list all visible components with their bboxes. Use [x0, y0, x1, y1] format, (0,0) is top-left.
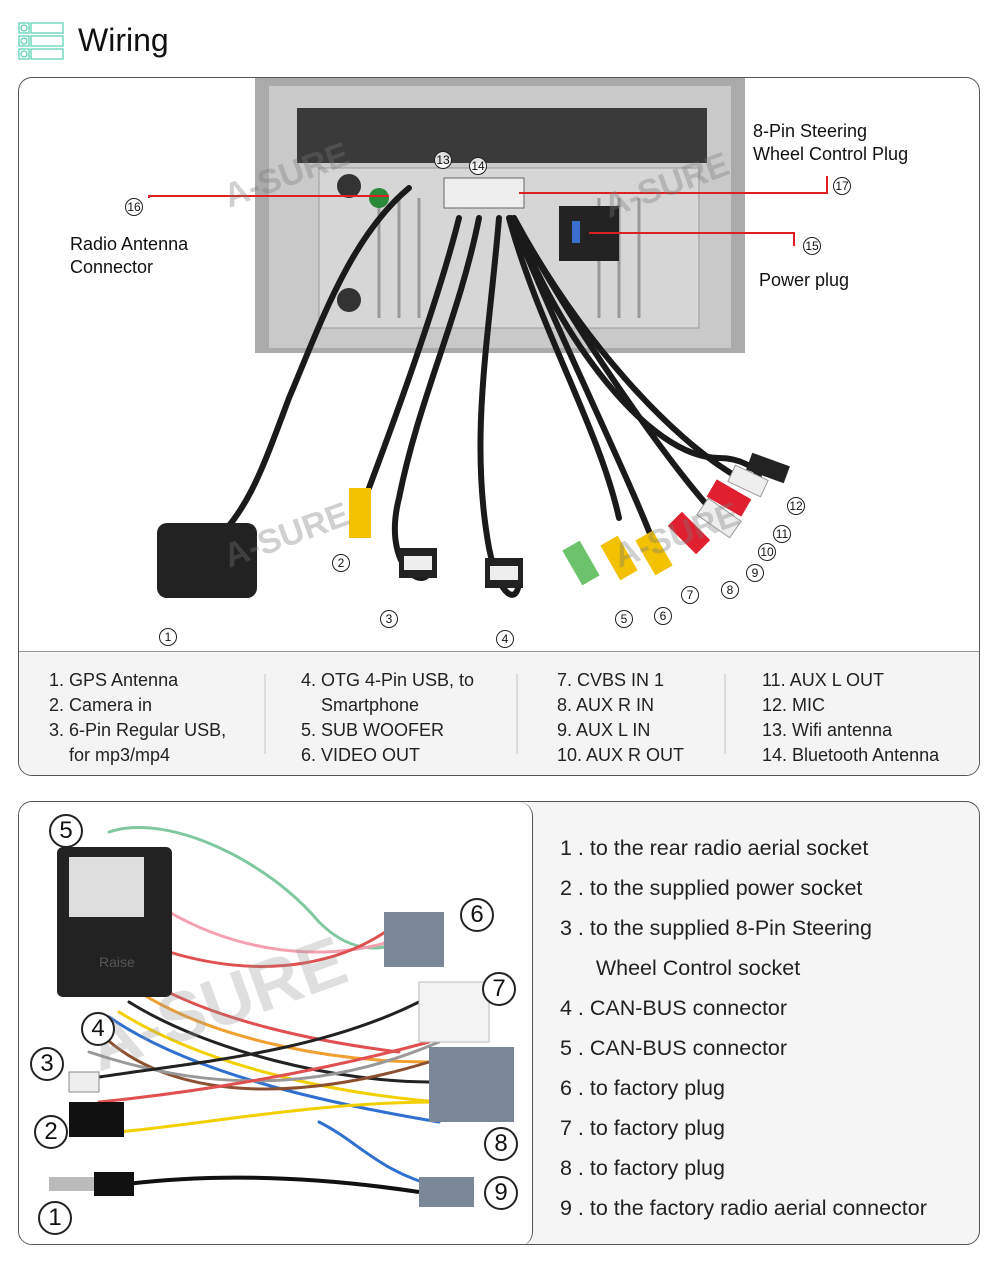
step-item: Wheel Control socket	[560, 956, 801, 980]
step-item: 5 . CAN-BUS connector	[560, 1036, 788, 1060]
legend-item: 3. 6-Pin Regular USB,	[49, 720, 227, 740]
marker-2: 2	[34, 1115, 68, 1149]
legend-column-2: 4. OTG 4-Pin USB, to Smartphone 5. SUB W…	[301, 668, 474, 768]
marker-5: 5	[49, 814, 83, 848]
legend-item: 10. AUX R OUT	[557, 745, 685, 765]
marker-16: 16	[125, 198, 143, 216]
divider	[724, 674, 726, 754]
box-label: Raise	[99, 954, 135, 970]
legend-item: 5. SUB WOOFER	[301, 720, 445, 740]
step-item: 1 . to the rear radio aerial socket	[560, 836, 869, 860]
marker-9: 9	[484, 1176, 518, 1210]
marker-4: 4	[81, 1012, 115, 1046]
harness-drawing: Raise A-SURE	[49, 826, 514, 1207]
step-item: 8 . to factory plug	[560, 1156, 725, 1180]
marker-2: 2	[332, 554, 350, 572]
legend-item: 11. AUX L OUT	[762, 670, 885, 690]
legend-item: 8. AUX R IN	[557, 695, 655, 715]
harness-photo: Raise A-SURE 5 6 7 4 3 2 8 9 1	[19, 802, 533, 1244]
legend-item: 6. VIDEO OUT	[301, 745, 421, 765]
marker-10: 10	[758, 543, 776, 561]
step-item: 4 . CAN-BUS connector	[560, 996, 788, 1020]
marker-8: 8	[721, 581, 739, 599]
marker-7: 7	[681, 586, 699, 604]
marker-1: 1	[38, 1201, 72, 1235]
marker-3: 3	[380, 610, 398, 628]
svg-text:A-SURE: A-SURE	[609, 495, 744, 575]
marker-13: 13	[434, 151, 452, 169]
divider	[516, 674, 518, 754]
marker-9: 9	[746, 564, 764, 582]
legend-item: 12. MIC	[762, 695, 826, 715]
marker-3: 3	[30, 1047, 64, 1081]
legend: 1. GPS Antenna 2. Camera in 3. 6-Pin Reg…	[19, 651, 979, 775]
marker-5: 5	[615, 610, 633, 628]
marker-6: 6	[654, 607, 672, 625]
plug-8	[429, 1047, 514, 1122]
legend-item: 4. OTG 4-Pin USB, to	[301, 670, 475, 690]
marker-15: 15	[803, 237, 821, 255]
legend-item: 14. Bluetooth Antenna	[762, 745, 940, 765]
callout-power-plug: Power plug	[759, 270, 850, 290]
step-item: 6 . to factory plug	[560, 1076, 725, 1100]
legend-column-4: 11. AUX L OUT 12. MIC 13. Wifi antenna 1…	[762, 668, 939, 768]
marker-1: 1	[159, 628, 177, 646]
callout-steering-plug: 8-Pin Steering Wheel Control Plug	[753, 121, 909, 164]
legend-item: for mp3/mp4	[49, 745, 171, 765]
legend-item: 7. CVBS IN 1	[557, 670, 665, 690]
page-title: Wiring	[78, 22, 169, 58]
marker-17: 17	[833, 177, 851, 195]
plug-7	[418, 981, 490, 1043]
list-icon	[18, 22, 64, 60]
plug-9	[419, 1177, 474, 1207]
step-item: 7 . to factory plug	[560, 1116, 725, 1140]
marker-14: 14	[469, 157, 487, 175]
step-item: 3 . to the supplied 8-Pin Steering	[560, 916, 872, 940]
step-item: 2 . to the supplied power socket	[560, 876, 863, 900]
harness-panel: Raise A-SURE 5 6 7 4 3 2 8 9 1 1 . to th…	[18, 801, 980, 1245]
marker-7: 7	[482, 972, 516, 1006]
legend-item: 13. Wifi antenna	[762, 720, 893, 740]
legend-column-1: 1. GPS Antenna 2. Camera in 3. 6-Pin Reg…	[49, 668, 226, 768]
head-unit-photo: A-SURE A-SURE A-SURE A-SURE	[148, 78, 828, 598]
legend-item: 1. GPS Antenna	[49, 670, 179, 690]
plug-6	[384, 912, 444, 967]
marker-6: 6	[460, 898, 494, 932]
marker-11: 11	[773, 525, 791, 543]
marker-8: 8	[484, 1127, 518, 1161]
legend-item: Smartphone	[301, 695, 420, 715]
harness-steps: 1 . to the rear radio aerial socket 2 . …	[560, 828, 927, 1228]
callout-antenna: Radio Antenna Connector	[70, 234, 189, 277]
step-item: 9 . to the factory radio aerial connecto…	[560, 1196, 927, 1220]
marker-4: 4	[496, 630, 514, 648]
legend-item: 2. Camera in	[49, 695, 153, 715]
head-unit-panel: A-SURE A-SURE A-SURE A-SURE 8-Pin Steeri…	[18, 77, 980, 776]
marker-12: 12	[787, 497, 805, 515]
divider	[264, 674, 266, 754]
legend-column-3: 7. CVBS IN 1 8. AUX R IN 9. AUX L IN 10.…	[557, 668, 684, 768]
legend-item: 9. AUX L IN	[557, 720, 651, 740]
